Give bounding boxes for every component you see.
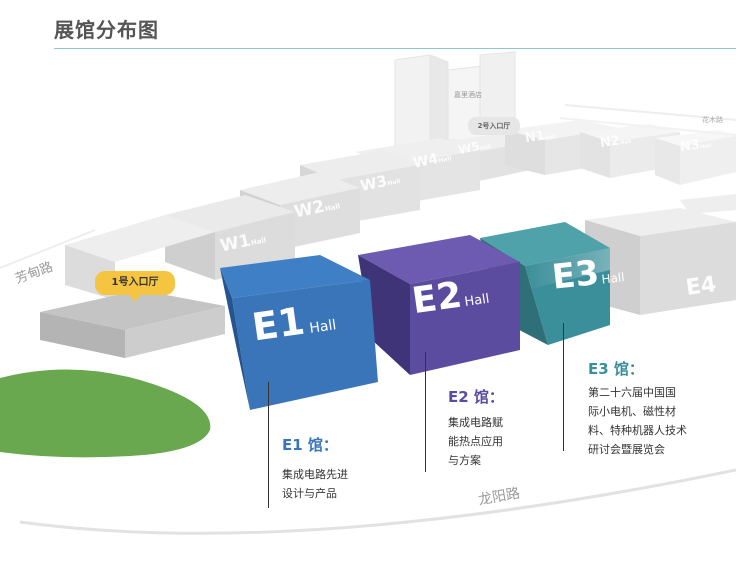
hall-info-e2-desc: 集成电路赋 能热点应用 与方案: [448, 416, 503, 467]
hall-info-e1-desc: 集成电路先进 设计与产品: [282, 468, 348, 500]
leader-line-e2: [425, 352, 426, 472]
hall-info-e1-heading: E1 馆：: [282, 436, 338, 454]
road-longyang: [19, 468, 736, 535]
hall-label-e4: E4: [684, 272, 718, 301]
hall-info-e3-desc: 第二十六届中国国 际小电机、磁性材 料、特种机器人技术 研讨会暨展览会: [588, 386, 687, 456]
green-park: [0, 369, 211, 458]
road-fangdian: [0, 229, 96, 269]
west-halls: [40, 133, 540, 358]
hotel-label: 嘉里酒店: [454, 91, 482, 99]
page-title: 展馆分布图: [54, 18, 159, 42]
road-label-huamu: 花木路: [702, 116, 723, 124]
entrance-2-marker: 2号入口厅: [468, 117, 520, 135]
hall-label-e3: E3Hall: [550, 252, 626, 298]
hall-info-e1: E1 馆： 集成电路先进 设计与产品: [282, 434, 348, 503]
leader-line-e1: [268, 382, 269, 508]
entrance-1-marker: 1号入口厅: [95, 271, 175, 302]
title-divider: [54, 48, 736, 49]
hall-e1: [220, 255, 378, 410]
hall-e2: [358, 235, 520, 375]
hall-info-e2-heading: E2 馆：: [448, 388, 504, 406]
leader-line-e3: [563, 323, 564, 451]
hall-info-e2: E2 馆： 集成电路赋 能热点应用 与方案: [448, 386, 504, 470]
hall-info-e3: E3 馆： 第二十六届中国国 际小电机、磁性材 料、特种机器人技术 研讨会暨展览…: [588, 358, 687, 459]
hall-info-e3-heading: E3 馆：: [588, 360, 644, 378]
